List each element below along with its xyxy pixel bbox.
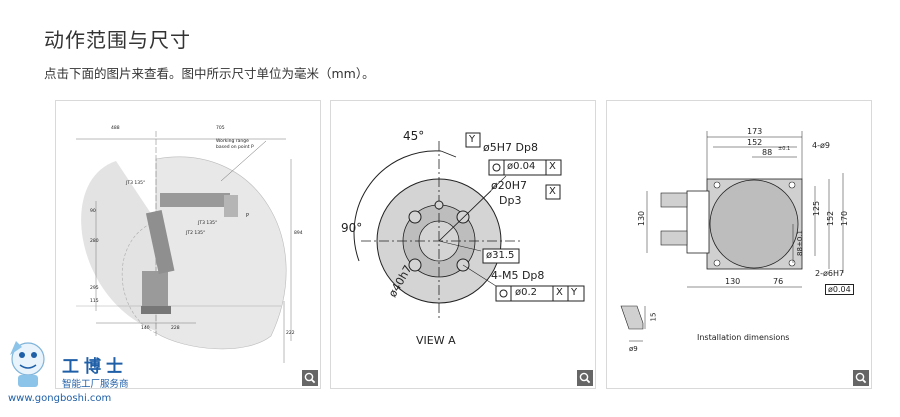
dim-88-tolerance: ±0.1 (778, 146, 791, 152)
dim-76: 76 (773, 277, 784, 286)
range-note-title: Working range (216, 139, 249, 144)
page-title: 动作范围与尺寸 (44, 28, 191, 52)
installation-caption: Installation dimensions (697, 333, 790, 342)
holes-4-phi9: 4-ø9 (812, 141, 830, 150)
flange-drawing (353, 132, 585, 321)
pins-2-phi6h7: 2-ø6H7 (815, 269, 845, 278)
dim-295: 295 (90, 286, 99, 291)
dim-488: 488 (111, 126, 120, 131)
angle-45-label: 45° (403, 129, 425, 143)
dim-115: 115 (90, 299, 99, 304)
dim-705: 705 (216, 126, 225, 131)
zoom-button[interactable] (577, 370, 593, 386)
working-range-image[interactable]: 488 705 894 222 228 140 115 295 280 90 W… (55, 100, 321, 389)
zoom-button[interactable] (853, 370, 869, 386)
range-note-sub: based on point P (216, 145, 254, 150)
tolerance-2-ref-x: X (556, 287, 563, 298)
magnifier-icon (304, 372, 316, 384)
dim-phi9: ø9 (629, 345, 638, 353)
datum-y-label: Y (469, 134, 476, 145)
dim-130-vertical: 130 (637, 210, 647, 227)
point-p-label: P (246, 213, 250, 219)
hole-5h7-label: ø5H7 Dp8 (483, 141, 538, 154)
dim-173: 173 (747, 127, 763, 136)
dim-280: 280 (90, 239, 99, 244)
logo-tagline: 智能工厂服务商 (62, 379, 129, 390)
joint-label-3: JT2 135° (186, 231, 206, 236)
magnifier-icon (579, 372, 591, 384)
dim-88-vertical: 88±0.1 (795, 230, 804, 256)
tolerance-1-ref: X (549, 161, 556, 172)
dim-228: 228 (171, 326, 180, 331)
joint-label-2: JT3 135° (198, 221, 218, 226)
dim-125: 125 (812, 200, 822, 217)
tolerance-1-value: ø0.04 (507, 161, 536, 172)
working-range-drawing (76, 131, 292, 363)
dim-894: 894 (294, 231, 303, 236)
bore-20h7-label: ø20H7 (491, 179, 527, 192)
angle-90-label: 90° (341, 221, 363, 235)
bore-depth-label: Dp3 (499, 194, 522, 207)
page-instructions: 点击下面的图片来查看。图中所示尺寸单位为毫米（mm）。 (44, 66, 375, 81)
flange-view-image[interactable]: 45° 90° Y ø5H7 Dp8 ø0.04 X ø20H7 Dp3 X ø… (330, 100, 596, 389)
view-a-label: VIEW A (416, 334, 456, 347)
logo-url: www.gongboshi.com (8, 393, 112, 404)
dim-15: 15 (649, 312, 658, 322)
logo-name: 工博士 (62, 357, 128, 377)
dim-140: 140 (141, 326, 150, 331)
joint-label-1: JT3 135° (126, 181, 146, 186)
tolerance-2-value: ø0.2 (515, 287, 538, 298)
pcd-label: ø31.5 (486, 250, 515, 261)
dim-222: 222 (286, 331, 295, 336)
installation-drawing (620, 131, 844, 342)
gongboshi-mascot-icon (10, 341, 45, 387)
dim-90: 90 (90, 209, 96, 214)
installation-dimensions-image[interactable]: 173 152 88 ±0.1 4-ø9 130 125 152 170 88±… (606, 100, 872, 389)
zoom-button[interactable] (302, 370, 318, 386)
dim-152: 152 (747, 138, 763, 147)
tolerance-2-ref-y: Y (571, 287, 578, 298)
dim-170: 170 (840, 210, 850, 227)
dim-88: 88 (762, 148, 773, 157)
dim-152-vertical: 152 (826, 210, 836, 227)
datum-x-label: X (549, 186, 556, 197)
magnifier-icon (855, 372, 867, 384)
pin-tolerance: ø0.04 (825, 284, 854, 295)
tap-m5-label: 4-M5 Dp8 (491, 269, 545, 282)
dim-130-horizontal: 130 (725, 277, 741, 286)
